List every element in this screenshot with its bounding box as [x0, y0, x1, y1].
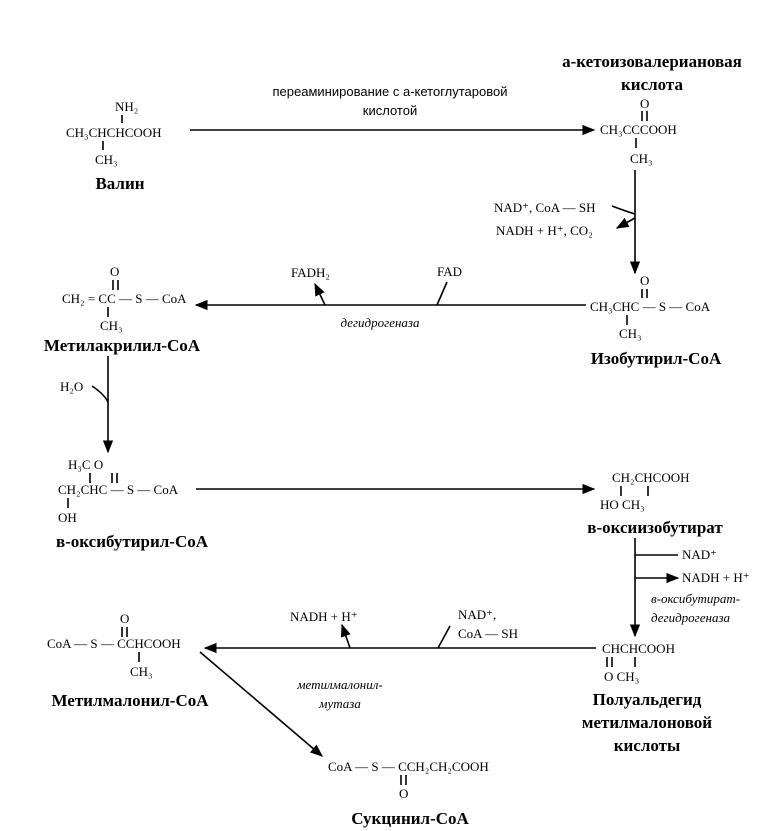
- isobutyryl-name: Изобутирил-CoA: [591, 349, 722, 368]
- hydroxybutyryl-formula: CH₂CHC — S — CoA: [58, 482, 179, 497]
- hydroxybutyryl-name: в-оксибутирил-CoA: [56, 532, 209, 551]
- semialdehyde-name-2: метилмалоновой: [582, 713, 712, 732]
- methylmalonyl-name: Метилмалонил-CoA: [51, 691, 209, 710]
- valine-name: Валин: [95, 174, 144, 193]
- methacrylyl-name: Метилакрилил-CoA: [44, 336, 201, 355]
- arrow-mutase: [199, 651, 323, 757]
- coa-input-line: [437, 625, 451, 649]
- isobutyryl-o: O: [640, 273, 649, 288]
- fad-label: FAD: [437, 264, 462, 279]
- keto-acid-name-1: a-кетоизовалериановая: [562, 52, 742, 71]
- semialdehyde-formula: CHCHCOOH: [602, 641, 675, 656]
- succinyl-formula: CoA — S — CCH₂CH₂COOH: [328, 759, 489, 774]
- nadh-label: NADH + H⁺: [682, 570, 750, 585]
- ox-input-label-1: NAD⁺,: [458, 607, 496, 622]
- keto-acid-name-2: кислота: [621, 75, 684, 94]
- hb-dehydrogenase-label-2: дегидрогеназа: [651, 610, 731, 625]
- semialdehyde-name-3: кислоты: [614, 736, 681, 755]
- methacrylyl-o: O: [110, 264, 119, 279]
- hydroxybutyryl-top: H₃C O: [68, 457, 103, 472]
- mutase-label-2: мутаза: [318, 696, 361, 711]
- transamination-label-1: переаминирование с a-кетоглутаровой: [273, 84, 508, 99]
- hydroxyisobutyrate-bottom: HO CH₃: [600, 497, 645, 512]
- valine-formula: CH₃CHCHCOOH: [66, 125, 162, 140]
- valine-nh2: NH₂: [115, 99, 138, 114]
- ox-output-label: NADH + H⁺: [290, 609, 358, 624]
- decarb-output-label: NADH + H⁺, CO₂: [496, 223, 593, 238]
- semialdehyde-name-1: Полуальдегид: [593, 690, 702, 709]
- fadh2-output-arrow: [314, 282, 326, 306]
- decarb-output-arrow: [615, 217, 636, 229]
- methylmalonyl-ch3: CH₃: [130, 664, 153, 679]
- nadh-output-arrow-2: [340, 623, 351, 649]
- hydroxyisobutyrate-name: в-оксиизобутират: [587, 518, 723, 537]
- dehydrogenase-label: дегидрогеназа: [340, 315, 420, 330]
- methylmalonyl-o: O: [120, 611, 129, 626]
- methacrylyl-formula: CH₂ = CC — S — CoA: [62, 291, 187, 306]
- succinyl-name: Сукцинил-CoA: [351, 809, 469, 828]
- isobutyryl-ch3: CH₃: [619, 326, 642, 341]
- keto-acid-formula: CH₃CCCOOH: [600, 122, 677, 137]
- methacrylyl-ch3: CH₃: [100, 318, 123, 333]
- hb-dehydrogenase-label-1: в-оксибутират-: [651, 591, 740, 606]
- nad-label: NAD⁺: [682, 547, 717, 562]
- hydroxyisobutyrate-top: CH₂CHCOOH: [612, 470, 690, 485]
- decarb-input-label: NAD⁺, CoA — SH: [494, 200, 596, 215]
- valine-ch3: CH₃: [95, 152, 118, 167]
- keto-acid-o: O: [640, 96, 649, 111]
- water-input-curve: [91, 385, 109, 403]
- succinyl-o: O: [399, 786, 408, 801]
- semialdehyde-bottom: O CH₃: [604, 669, 639, 684]
- fad-input-line: [436, 281, 448, 306]
- transamination-label-2: кислотой: [363, 103, 417, 118]
- water-label: H₂O: [60, 379, 83, 394]
- ox-input-label-2: CoA — SH: [458, 626, 518, 641]
- decarb-input-curve: [611, 205, 636, 215]
- methylmalonyl-formula: CoA — S — CCHCOOH: [47, 636, 181, 651]
- mutase-label-1: метилмалонил-: [296, 677, 383, 692]
- isobutyryl-formula: CH₃CHC — S — CoA: [590, 299, 711, 314]
- hydroxybutyryl-oh: OH: [58, 510, 77, 525]
- keto-acid-ch3: CH₃: [630, 151, 653, 166]
- fadh2-label: FADH₂: [291, 265, 330, 280]
